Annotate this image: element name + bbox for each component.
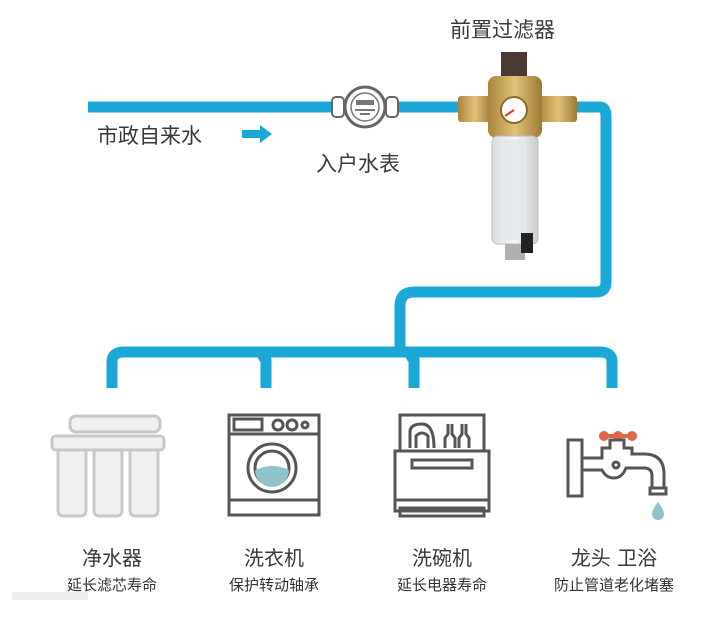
meter-label: 入户水表 <box>316 152 400 176</box>
pre-filter-icon <box>458 52 577 260</box>
device-name-washer: 洗衣机 <box>244 546 304 570</box>
washing-machine-icon <box>227 413 321 517</box>
distribution-header-pipe <box>106 346 618 388</box>
device-desc-washer: 保护转动轴承 <box>228 576 319 594</box>
branch-pipe-washer <box>256 351 272 388</box>
device-name-dishwasher: 洗碗机 <box>412 546 472 570</box>
prefilter-label: 前置过滤器 <box>450 18 555 42</box>
source-label: 市政自来水 <box>97 124 202 148</box>
branch-pipe-dishwasher <box>404 351 420 388</box>
device-desc-faucet: 防止管道老化堵塞 <box>553 576 674 594</box>
right-arrow-icon <box>242 125 272 143</box>
device-name-faucet: 龙头 卫浴 <box>570 546 658 570</box>
water-meter-icon <box>331 85 399 129</box>
water-purifier-icon <box>50 414 166 518</box>
watermark <box>12 592 88 600</box>
device-desc-purifier: 延长滤芯寿命 <box>66 576 157 594</box>
dishwasher-icon <box>393 413 491 518</box>
device-desc-dishwasher: 延长电器寿命 <box>396 576 487 594</box>
faucet-icon <box>566 431 668 520</box>
device-name-purifier: 净水器 <box>82 546 142 570</box>
main-inlet-pipe <box>88 101 612 352</box>
